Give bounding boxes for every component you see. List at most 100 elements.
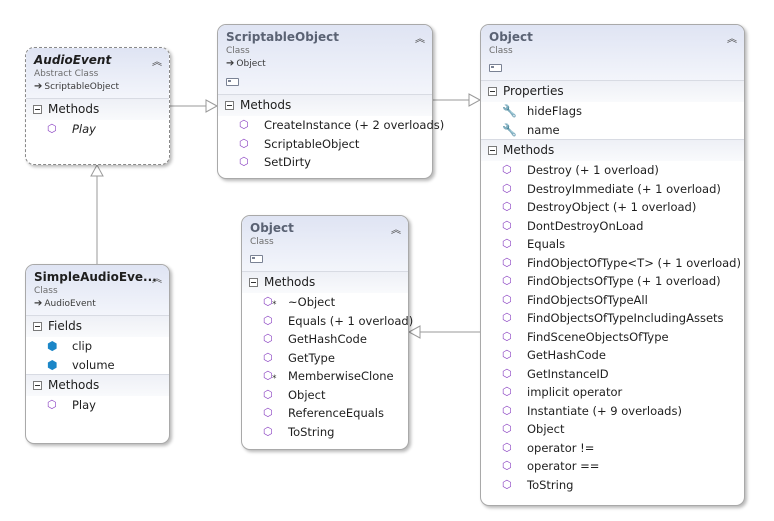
member-label: DontDestroyOnLoad [527, 218, 644, 233]
cube-icon: ⬡ [239, 136, 249, 150]
cube-icon: ⬡ [502, 237, 512, 250]
member-item[interactable]: ⬡DontDestroyOnLoad [481, 217, 744, 236]
minus-box-icon[interactable] [249, 278, 258, 287]
member-item[interactable]: ⬡GetHashCode [242, 330, 408, 349]
class-header[interactable]: Object Class ︽ [481, 25, 744, 80]
cube-icon: ⬡ [239, 155, 249, 168]
member-item[interactable]: ⬡SetDirty [218, 153, 432, 172]
class-box-object[interactable]: Object Class ︽ Properties 🔧hideFlags 🔧na… [480, 24, 745, 506]
member-item[interactable]: ⬡Equals (+ 1 overload) [242, 312, 413, 331]
member-item[interactable]: ⬡ Play [26, 120, 169, 139]
chevron-up-icon[interactable]: ︽ [415, 34, 425, 45]
minus-box-icon[interactable] [488, 87, 497, 96]
minus-box-icon[interactable] [488, 146, 497, 155]
section-methods[interactable]: Methods [26, 98, 169, 120]
section-methods[interactable]: Methods [26, 374, 169, 396]
section-fields[interactable]: Fields [26, 315, 169, 337]
member-item[interactable]: ⬡Object [242, 386, 408, 405]
cube-icon: ⬡ [502, 348, 512, 361]
member-item[interactable]: 🔧hideFlags [481, 102, 744, 121]
member-item[interactable]: ⬡DestroyObject (+ 1 overload) [481, 198, 744, 217]
base-class-name: ScriptableObject [44, 82, 120, 92]
class-name: ScriptableObject [226, 30, 339, 44]
minus-box-icon[interactable] [33, 105, 42, 114]
member-item[interactable]: ⬡ Instantiate (+ 9 overloads) [481, 402, 744, 421]
member-item[interactable]: ⬡DestroyImmediate (+ 1 overload) [481, 180, 744, 199]
member-item[interactable]: ⬡GetInstanceID [481, 365, 744, 384]
member-item[interactable]: ⬡ ScriptableObject [218, 135, 432, 154]
class-kind: Class [489, 46, 513, 56]
member-item[interactable]: ⬡CreateInstance (+ 2 overloads) [218, 116, 444, 135]
member-item[interactable]: ⬡ToString [242, 423, 408, 442]
member-item[interactable]: ⬡Destroy (+ 1 overload) [481, 161, 744, 180]
protected-cube-icon: ⬡* [263, 293, 277, 311]
class-box-audioevent[interactable]: AudioEvent Abstract Class ➔ScriptableObj… [25, 47, 170, 165]
member-label: ReferenceEquals [288, 406, 384, 420]
member-item[interactable]: ⬡operator != [481, 439, 744, 458]
cube-icon: ⬡ [502, 403, 512, 417]
class-header[interactable]: AudioEvent Abstract Class ➔ScriptableObj… [26, 48, 169, 98]
member-label: Play [72, 122, 96, 136]
chevron-up-icon[interactable]: ︽ [152, 274, 162, 285]
member-item[interactable]: ⬡GetType [242, 349, 408, 368]
base-class: ➔ScriptableObject [34, 80, 147, 94]
member-item[interactable]: ⬡FindObjectsOfTypeIncludingAssets [481, 309, 744, 328]
class-header[interactable]: Object Class ︽ [242, 216, 408, 271]
member-item[interactable]: ⬡operator == [481, 457, 744, 476]
cube-icon: ⬡ [263, 350, 273, 364]
section-title: Methods [48, 102, 100, 116]
minus-box-icon[interactable] [33, 381, 42, 390]
chevron-up-icon[interactable]: ︽ [727, 34, 737, 45]
cube-icon: ⬡ [502, 459, 512, 472]
class-header[interactable]: ScriptableObject Class ➔Object ︽ [218, 25, 432, 94]
class-box-scriptableobject[interactable]: ScriptableObject Class ➔Object ︽ Methods… [217, 24, 444, 179]
class-box-simpleaudioevent[interactable]: SimpleAudioEve... Class ➔AudioEvent ︽ Fi… [25, 264, 170, 444]
member-item[interactable]: ⬡FindObjectsOfTypeAll [481, 291, 744, 310]
chevron-up-icon[interactable]: ︽ [152, 57, 162, 68]
member-item[interactable]: ⬡implicit operator [481, 383, 744, 402]
section-methods[interactable]: Methods [242, 271, 408, 293]
section-title: Properties [503, 84, 564, 98]
class-box-system-object[interactable]: Object Class ︽ Methods ⬡*~Object ⬡Equals… [241, 215, 413, 450]
member-label: implicit operator [527, 385, 623, 399]
member-label: FindObjectsOfTypeAll [527, 292, 648, 307]
inherits-arrowhead-audioevent [90, 163, 104, 177]
cube-icon: ⬡ [502, 329, 512, 343]
member-item[interactable]: ⬡Play [26, 396, 169, 415]
member-label: ScriptableObject [264, 136, 360, 151]
chevron-up-icon[interactable]: ︽ [391, 225, 401, 236]
minus-box-icon[interactable] [33, 322, 42, 331]
member-item[interactable]: 🔧name [481, 121, 744, 140]
member-item[interactable]: ⬡FindSceneObjectsOfType [481, 328, 744, 347]
section-properties[interactable]: Properties [481, 80, 744, 102]
class-header[interactable]: SimpleAudioEve... Class ➔AudioEvent ︽ [26, 265, 169, 315]
section-methods[interactable]: Methods [481, 139, 744, 161]
section-title: Methods [264, 275, 316, 289]
class-name: SimpleAudioEve... [34, 270, 157, 284]
member-item[interactable]: ⬡ToString [481, 476, 744, 495]
member-item[interactable]: ⬡GetHashCode [481, 346, 744, 365]
member-label: GetInstanceID [527, 366, 609, 381]
section-title: Fields [48, 319, 82, 333]
class-kind: Abstract Class [34, 69, 99, 79]
member-item[interactable]: ⬢clip [26, 337, 169, 356]
base-class-name: AudioEvent [44, 299, 96, 309]
member-item[interactable]: ⬡ReferenceEquals [242, 404, 408, 423]
class-name: AudioEvent [34, 53, 112, 67]
member-item[interactable]: ⬢volume [26, 356, 169, 375]
member-label: Instantiate (+ 9 overloads) [527, 403, 682, 418]
member-item[interactable]: ⬡FindObjectOfType<T> (+ 1 overload) [481, 254, 744, 273]
member-item[interactable]: ⬡Equals [481, 235, 744, 254]
minus-box-icon[interactable] [225, 101, 234, 110]
member-item[interactable]: ⬡Object [481, 420, 744, 439]
member-item[interactable]: ⬡*~Object [242, 293, 408, 312]
member-item[interactable]: ⬡FindObjectsOfType (+ 1 overload) [481, 272, 744, 291]
member-item[interactable]: ⬡*MemberwiseClone [242, 367, 408, 386]
field-cube-icon: ⬢ [47, 339, 58, 353]
section-methods[interactable]: Methods [218, 94, 432, 116]
member-label: hideFlags [527, 104, 583, 118]
member-label: DestroyImmediate (+ 1 overload) [527, 181, 721, 196]
class-type-icon [226, 78, 239, 86]
cube-icon: ⬡ [47, 398, 57, 411]
cube-icon: ⬡ [47, 122, 57, 135]
